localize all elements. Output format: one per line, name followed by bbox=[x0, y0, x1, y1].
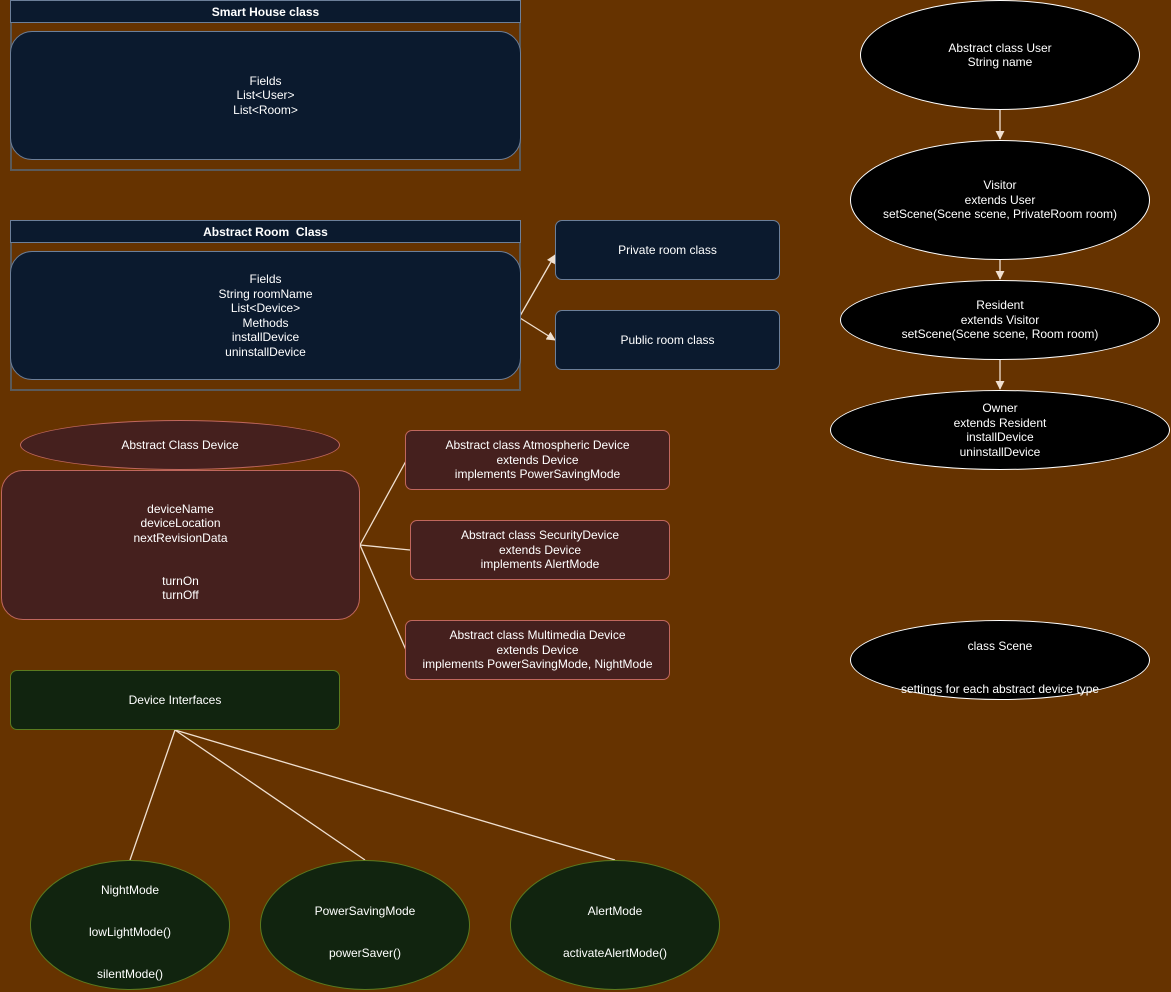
abstract-room-header: Abstract Room Class bbox=[10, 220, 521, 243]
visitor-label: Visitor extends User setScene(Scene scen… bbox=[882, 178, 1118, 222]
alertmode-gap bbox=[563, 918, 667, 932]
abstract-room-body: Fields String roomName List<Device> Meth… bbox=[10, 251, 521, 380]
edge-interfaces-to-nightmode bbox=[129, 729, 176, 861]
edge-room-to-public bbox=[519, 317, 556, 341]
device-title-ellipse: Abstract Class Device bbox=[20, 420, 340, 470]
nightmode-gap-1 bbox=[89, 897, 171, 911]
edge-device-to-security bbox=[359, 544, 411, 551]
public-room-label: Public room class bbox=[620, 333, 715, 347]
security-device-label: Abstract class SecurityDevice extends De… bbox=[460, 528, 620, 572]
alertmode-ellipse: AlertMode activateAlertMode() bbox=[510, 860, 720, 990]
nightmode-gap-2 bbox=[89, 939, 171, 953]
owner-ellipse: Owner extends Resident installDevice uni… bbox=[830, 390, 1170, 470]
scene-content: class Scene settings for each abstract d… bbox=[901, 624, 1099, 696]
smart-house-fields: Fields List<User> List<Room> bbox=[233, 73, 298, 117]
smart-house-title: Smart House class bbox=[211, 4, 320, 19]
resident-ellipse: Resident extends Visitor setScene(Scene … bbox=[840, 280, 1160, 360]
device-interfaces-title: Device Interfaces bbox=[128, 693, 222, 707]
edge-interfaces-to-alert bbox=[174, 729, 616, 861]
device-title: Abstract Class Device bbox=[121, 438, 239, 452]
abstract-room-title: Abstract Room Class bbox=[203, 224, 328, 239]
security-device-box: Abstract class SecurityDevice extends De… bbox=[410, 520, 670, 580]
private-room-box: Private room class bbox=[555, 220, 780, 280]
device-gap bbox=[133, 545, 227, 559]
device-interfaces-box: Device Interfaces bbox=[10, 670, 340, 730]
alertmode-name: AlertMode bbox=[587, 904, 643, 918]
nightmode-method-1: lowLightMode() bbox=[88, 925, 172, 939]
powersaving-gap bbox=[315, 918, 416, 932]
alertmode-method-1: activateAlertMode() bbox=[562, 946, 668, 960]
edge-interfaces-to-powersaving bbox=[174, 729, 366, 861]
smart-house-header: Smart House class bbox=[10, 0, 521, 23]
atmospheric-device-box: Abstract class Atmospheric Device extend… bbox=[405, 430, 670, 490]
scene-ellipse: class Scene settings for each abstract d… bbox=[850, 620, 1150, 700]
powersaving-method-1: powerSaver() bbox=[328, 946, 401, 960]
edge-room-to-private bbox=[519, 254, 556, 317]
edge-device-to-atmospheric bbox=[359, 460, 407, 546]
visitor-ellipse: Visitor extends User setScene(Scene scen… bbox=[850, 140, 1150, 260]
user-label: Abstract class User String name bbox=[948, 40, 1052, 70]
device-body: deviceName deviceLocation nextRevisionDa… bbox=[1, 470, 360, 620]
device-fields: deviceName deviceLocation nextRevisionDa… bbox=[133, 501, 228, 545]
abstract-room-fields: Fields String roomName List<Device> Meth… bbox=[218, 272, 313, 359]
alertmode-content: AlertMode activateAlertMode() bbox=[563, 890, 667, 960]
owner-label: Owner extends Resident installDevice uni… bbox=[953, 401, 1047, 459]
powersaving-ellipse: PowerSavingMode powerSaver() bbox=[260, 860, 470, 990]
device-methods: turnOn turnOff bbox=[162, 573, 199, 603]
scene-body: settings for each abstract device type bbox=[900, 681, 1100, 696]
nightmode-method-2: silentMode() bbox=[96, 967, 163, 981]
resident-label: Resident extends Visitor setScene(Scene … bbox=[901, 298, 1099, 342]
powersaving-content: PowerSavingMode powerSaver() bbox=[315, 890, 416, 960]
scene-gap bbox=[901, 653, 1099, 667]
edge-device-to-multimedia bbox=[359, 544, 407, 651]
multimedia-device-label: Abstract class Multimedia Device extends… bbox=[422, 628, 653, 672]
nightmode-name: NightMode bbox=[100, 883, 159, 897]
atmospheric-device-label: Abstract class Atmospheric Device extend… bbox=[445, 438, 630, 482]
smart-house-body: Fields List<User> List<Room> bbox=[10, 31, 521, 160]
public-room-box: Public room class bbox=[555, 310, 780, 370]
device-content: deviceName deviceLocation nextRevisionDa… bbox=[133, 487, 227, 603]
nightmode-ellipse: NightMode lowLightMode() silentMode() bbox=[30, 860, 230, 990]
private-room-label: Private room class bbox=[618, 243, 717, 257]
user-ellipse: Abstract class User String name bbox=[860, 0, 1140, 110]
nightmode-content: NightMode lowLightMode() silentMode() bbox=[89, 869, 171, 981]
multimedia-device-box: Abstract class Multimedia Device extends… bbox=[405, 620, 670, 680]
powersaving-name: PowerSavingMode bbox=[314, 904, 416, 918]
scene-title: class Scene bbox=[967, 638, 1033, 653]
